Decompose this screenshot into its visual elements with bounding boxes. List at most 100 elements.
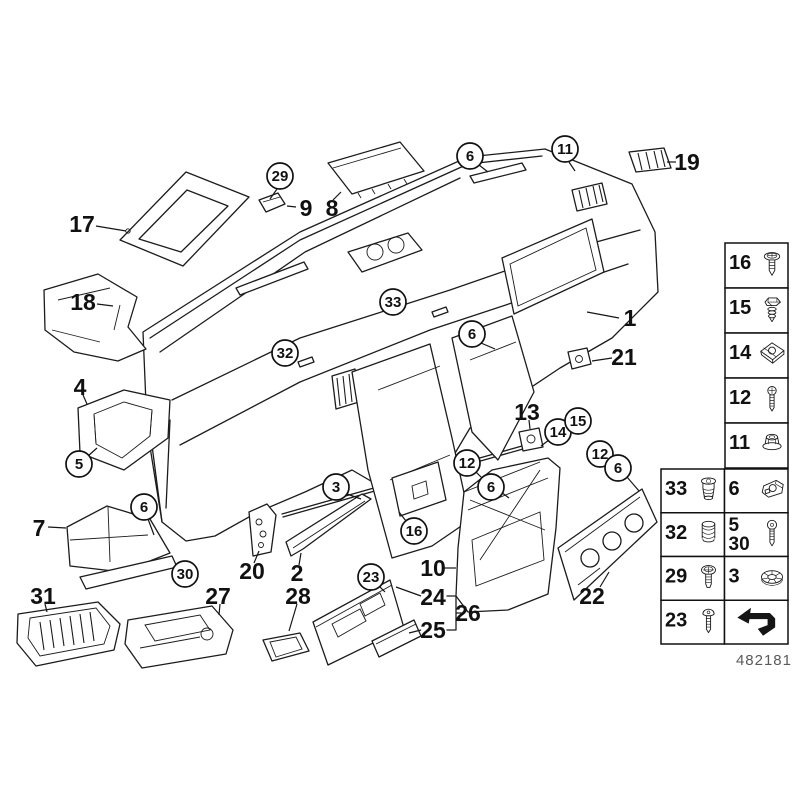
leader-line	[95, 225, 127, 232]
callout-circle	[266, 162, 294, 190]
leader-line	[586, 311, 620, 319]
callout-number: 4	[74, 374, 87, 400]
callout-circle	[171, 560, 199, 588]
callout-number: 6	[487, 479, 495, 496]
leader-line	[44, 603, 48, 613]
center-stack-panels	[281, 315, 535, 559]
glovebox-opening	[501, 218, 605, 315]
callout-32: 32	[271, 339, 299, 367]
leader-line	[480, 342, 496, 350]
fastener-ref: 33	[665, 478, 687, 500]
callout-circle	[379, 288, 407, 316]
callout-6: 6	[456, 142, 484, 170]
callout-11: 11	[551, 135, 579, 163]
fastener-ref: 3	[729, 566, 740, 588]
callout-4: 4	[74, 374, 87, 400]
part-28-tray-insert	[262, 632, 310, 662]
fastener-cell-12: 12	[724, 377, 789, 424]
callout-3: 3	[322, 473, 350, 501]
cell-border	[660, 599, 726, 645]
cell-border	[724, 287, 789, 334]
cell-border	[723, 512, 789, 558]
leader-line	[286, 205, 297, 208]
fastener-cell-14: 14	[724, 332, 789, 379]
leader-line	[591, 357, 613, 362]
callout-number: 32	[277, 345, 294, 362]
part-2-trim-channel	[285, 493, 372, 557]
cell-border	[723, 599, 789, 645]
callout-circle	[65, 450, 93, 478]
callout-circle	[604, 454, 632, 482]
callout-5: 5	[65, 450, 93, 478]
defroster-slot	[235, 261, 309, 296]
leader-line	[408, 629, 422, 634]
fastener-ref: 32	[665, 522, 687, 544]
fastener-cell-15: 15	[724, 287, 789, 334]
callout-number: 21	[611, 344, 637, 370]
callout-20: 20	[239, 558, 265, 584]
callout-number: 23	[363, 569, 380, 586]
leader-line	[346, 493, 362, 500]
leader-line	[599, 571, 610, 588]
cell-border	[660, 555, 726, 601]
fastener-cell-3: 3	[723, 555, 789, 601]
cell-border	[724, 242, 789, 289]
callout-circle	[564, 407, 592, 435]
callout-6: 6	[604, 454, 632, 482]
leader-line	[87, 447, 98, 457]
callout-number: 6	[468, 326, 476, 343]
callout-number: 14	[550, 424, 567, 441]
callout-number: 18	[70, 289, 96, 315]
fastener-ref: 23	[665, 609, 687, 631]
callout-6: 6	[130, 493, 158, 521]
leader-line	[395, 586, 422, 597]
callout-circle	[271, 339, 299, 367]
callout-number: 17	[69, 211, 95, 237]
callout-number: 24	[420, 584, 446, 610]
instrument-cluster-opening	[347, 232, 423, 273]
fastener-ref: 15	[729, 297, 751, 319]
callout-number: 13	[514, 399, 540, 425]
callout-23: 23	[357, 563, 385, 591]
part-22-climate-panel	[557, 488, 658, 601]
callout-number: 15	[570, 413, 587, 430]
side-vent-grille-left	[331, 368, 360, 410]
fastener-cell	[723, 599, 789, 645]
callout-29: 29	[266, 162, 294, 190]
callout-number: 22	[579, 583, 605, 609]
callout-number: 6	[466, 148, 474, 165]
callout-12: 12	[453, 449, 481, 477]
callout-number: 6	[614, 460, 622, 477]
callout-26: 26	[455, 600, 481, 626]
callout-number: 25	[420, 617, 446, 643]
callout-circle	[130, 493, 158, 521]
part-18-air-duct	[43, 273, 147, 362]
part-31-tray	[16, 601, 121, 667]
callout-number: 26	[455, 600, 481, 626]
callout-number: 10	[420, 555, 446, 581]
callout-number: 11	[557, 141, 573, 158]
fastener-cell-16: 16	[724, 242, 789, 289]
part-10-center-carrier	[455, 457, 561, 613]
leader-line	[568, 161, 576, 172]
part-9-clip	[258, 192, 286, 213]
part-20-bracket	[248, 503, 277, 557]
callout-circle	[400, 517, 428, 545]
callout-circle	[456, 142, 484, 170]
callout-circle	[453, 449, 481, 477]
callout-15: 15	[564, 407, 592, 435]
callout-33: 33	[379, 288, 407, 316]
fastener-cell-11: 11	[724, 422, 789, 469]
leader-line	[288, 603, 298, 632]
leader-line	[298, 552, 302, 566]
callout-number: 19	[674, 149, 700, 175]
callout-number: 8	[326, 195, 339, 221]
callout-28: 28	[285, 583, 311, 609]
leader-line	[147, 518, 155, 536]
leader-line	[478, 164, 489, 173]
callout-10: 10	[420, 555, 446, 581]
callout-number: 1	[624, 305, 637, 331]
leader-line	[253, 550, 260, 564]
callout-number: 12	[592, 446, 609, 463]
